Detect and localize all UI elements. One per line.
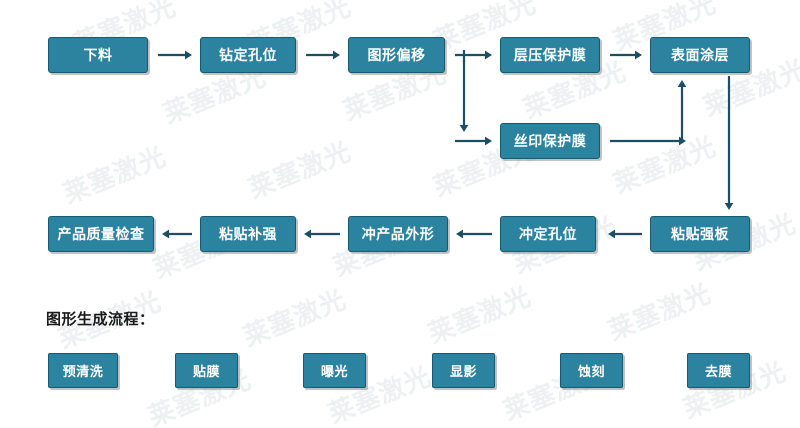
process-label: 冲定孔位 (519, 227, 577, 243)
process-box[interactable]: 钻定孔位 (200, 37, 296, 73)
process-label: 曝光 (320, 365, 348, 380)
process-box[interactable]: 冲定孔位 (500, 216, 596, 252)
arrow-chongchanpinwaixing-to-zhantiebuqiang (304, 229, 340, 239)
arrow-chongdingkongwei-to-chongchanpinwaixing (456, 229, 492, 239)
process-label: 产品质量检查 (57, 227, 145, 243)
arrow-tuxingpianyi-to-cengyabaohumo (455, 50, 492, 60)
arrow-zuandingkongwei-to-tuxingpianyi (306, 50, 340, 60)
arrow-up-to-biaomiantuceng (677, 80, 687, 141)
step-box[interactable]: 曝光 (303, 353, 366, 388)
watermark-text: 莱塞激光 (239, 284, 351, 353)
process-label: 粘贴强板 (671, 227, 729, 243)
watermark-text: 莱塞激光 (609, 131, 721, 200)
process-box[interactable]: 粘贴补强 (200, 216, 296, 252)
arrow-zhantieqiangban-to-chongdingkongwei (608, 229, 642, 239)
arrow-zhantiebuqiang-to-chanpinzhiliangjiancha (162, 229, 192, 239)
process-label: 表面涂层 (671, 48, 729, 64)
process-label: 蚀刻 (577, 365, 605, 380)
process-label: 图形偏移 (367, 48, 426, 64)
watermark-text: 莱塞激光 (244, 136, 356, 205)
process-label: 贴膜 (192, 365, 220, 380)
arrow-branch-down-to-siyin (459, 60, 469, 132)
process-label: 显影 (449, 365, 477, 380)
step-box[interactable]: 蚀刻 (560, 353, 623, 388)
watermark-text: 莱塞激光 (604, 278, 716, 347)
process-box[interactable]: 粘贴强板 (650, 216, 750, 252)
arrow-cengyabaohumo-to-biaomiantuceng (610, 50, 642, 60)
step-box[interactable]: 贴膜 (175, 353, 238, 388)
watermark-text: 莱塞激光 (59, 141, 171, 210)
process-label: 钻定孔位 (219, 48, 277, 64)
process-box[interactable]: 图形偏移 (348, 37, 445, 73)
process-box[interactable]: 表面涂层 (650, 37, 750, 73)
watermark-text: 莱塞激光 (424, 281, 536, 350)
process-label: 去膜 (704, 365, 732, 380)
arrow-siyin-out-right (610, 136, 686, 146)
process-box[interactable]: 冲产品外形 (348, 216, 448, 252)
process-label: 预清洗 (62, 365, 104, 380)
arrow-biaomiantuceng-down-to-zhantieqiangban (724, 76, 734, 210)
step-box[interactable]: 显影 (432, 353, 495, 388)
process-box[interactable]: 产品质量检查 (48, 216, 154, 252)
process-box[interactable]: 层压保护膜 (500, 37, 600, 73)
process-box[interactable]: 丝印保护膜 (500, 123, 600, 159)
process-label: 层压保护膜 (513, 48, 587, 64)
process-label: 粘贴补强 (219, 227, 277, 243)
process-label: 丝印保护膜 (513, 134, 587, 150)
step-box[interactable]: 预清洗 (48, 353, 118, 388)
step-box[interactable]: 去膜 (687, 353, 750, 388)
section-title: 图形生成流程： (46, 310, 155, 328)
arrow-xialiao-to-zuandingkongwei (158, 50, 192, 60)
process-label: 冲产品外形 (361, 227, 435, 243)
arrow-siyin-entry (455, 136, 492, 146)
process-box[interactable]: 下料 (48, 37, 148, 73)
process-label: 下料 (83, 48, 113, 64)
